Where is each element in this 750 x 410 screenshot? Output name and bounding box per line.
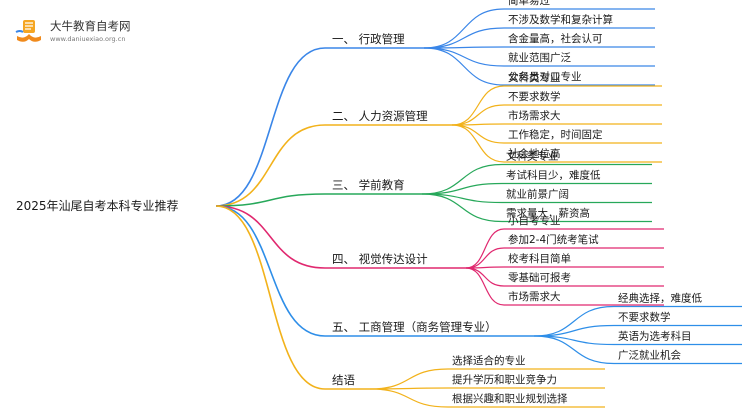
branch-leaf-connector	[423, 27, 505, 49]
leaf-node: 不要求数学	[618, 311, 671, 324]
logo-book-icon	[15, 20, 41, 42]
leaf-node: 公务员对口专业	[508, 70, 582, 83]
branch-leaf-connector	[465, 267, 505, 306]
branch-leaf-connector	[423, 47, 505, 86]
branch-leaf-connector	[369, 388, 449, 408]
branch-node: 五、 工商管理（商务管理专业）	[332, 320, 497, 334]
branch-leaf-connector	[533, 335, 615, 365]
branch-leaf-connector	[421, 182, 503, 195]
leaf-node: 不要求数学	[508, 90, 561, 103]
root-branch-connector	[215, 47, 326, 207]
branch-node: 四、 视觉传达设计	[332, 252, 428, 266]
leaf-node: 社会地位高	[508, 147, 561, 160]
root-branch-connector	[215, 124, 326, 207]
leaf-node: 小自考专业	[508, 214, 561, 227]
branch-node: 三、 学前教育	[332, 178, 405, 192]
leaf-node: 选择适合的专业	[452, 354, 526, 367]
branch-leaf-connector	[423, 8, 505, 49]
leaf-node: 参加2-4门统考笔试	[508, 233, 599, 246]
leaf-node: 市场需求大	[508, 290, 561, 303]
root-branch-connector	[215, 193, 326, 207]
branch-leaf-connector	[369, 368, 449, 390]
leaf-node: 简单易过	[508, 0, 550, 7]
branch-leaf-connector	[465, 267, 505, 287]
branch-node: 一、 行政管理	[332, 32, 405, 46]
branch-leaf-connector	[451, 124, 505, 163]
leaf-node: 根据兴趣和职业规划选择	[452, 392, 568, 405]
root-branch-connector	[215, 205, 326, 390]
branch-leaf-connector	[533, 324, 615, 337]
leaf-node: 不涉及数学和复杂计算	[508, 13, 613, 26]
mindmap-connectors	[215, 8, 742, 408]
leaf-node: 文科类专业	[506, 150, 559, 163]
leaf-node: 市场需求大	[508, 109, 561, 122]
leaf-node: 考试科目少，难度低	[506, 169, 601, 182]
leaf-node: 工作稳定，时间固定	[508, 128, 603, 141]
leaf-node: 含金量高，社会认可	[508, 32, 603, 45]
root-branch-connector	[215, 205, 326, 269]
mindmap-nodes: 2025年汕尾自考本科专业推荐 一、 行政管理 简单易过不涉及数学和复杂计算含金量高…	[16, 0, 702, 405]
branch-leaf-connector	[423, 47, 505, 67]
branch-leaf-connector	[421, 163, 503, 195]
leaf-node: 文科类专业	[508, 71, 561, 84]
leaf-node: 经典选择，难度低	[618, 292, 702, 305]
leaf-node: 需求量大，薪资高	[506, 207, 590, 220]
root-node: 2025年汕尾自考本科专业推荐	[16, 198, 179, 213]
leaf-node: 提升学历和职业竞争力	[452, 373, 557, 386]
logo-site-name: 大牛教育自考网	[50, 19, 131, 33]
leaf-node: 校考科目简单	[508, 252, 571, 265]
leaf-node: 零基础可报考	[508, 271, 571, 284]
branch-node: 结语	[332, 373, 355, 387]
branch-leaf-connector	[533, 305, 615, 337]
branch-leaf-connector	[421, 193, 503, 223]
branch-leaf-connector	[465, 228, 505, 269]
branch-node: 二、 人力资源管理	[332, 109, 428, 123]
site-logo: 大牛教育自考网 www.daniuexiao.org.cn	[14, 14, 174, 48]
root-branch-connector	[215, 205, 326, 337]
branch-leaf-connector	[451, 104, 505, 126]
leaf-node: 广泛就业机会	[618, 349, 681, 362]
leaf-node: 就业范围广泛	[508, 51, 571, 64]
branch-leaf-connector	[465, 247, 505, 269]
logo-site-url: www.daniuexiao.org.cn	[50, 35, 126, 43]
leaf-node: 就业前景广阔	[506, 188, 569, 201]
leaf-node: 英语为选考科目	[618, 330, 692, 343]
branch-leaf-connector	[451, 124, 505, 144]
